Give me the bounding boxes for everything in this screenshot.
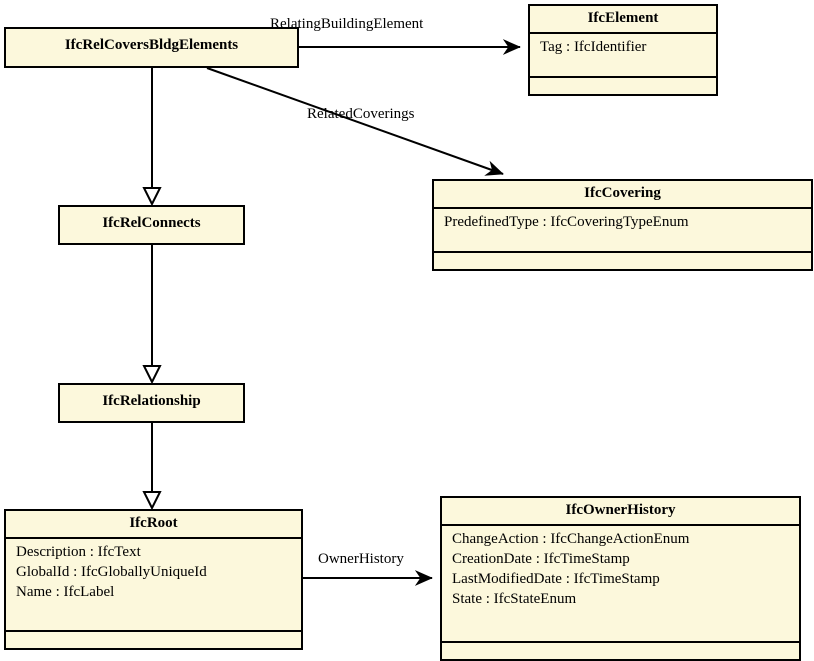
class-operations-ifcroot [6,632,301,648]
class-name-ifcelement: IfcElement [530,6,716,35]
class-attribute: GlobalId : IfcGloballyUniqueId [16,564,207,581]
class-attribute: Name : IfcLabel [16,583,115,600]
class-attribute: ChangeAction : IfcChangeActionEnum [452,531,690,548]
class-operations-ifccovering [434,253,811,269]
class-attribute: Tag : IfcIdentifier [540,39,647,56]
class-operations-ifcownerhistory [442,643,799,659]
class-attributes-ifcownerhistory: ChangeAction : IfcChangeActionEnum Creat… [442,526,799,643]
class-attribute: Description : IfcText [16,544,141,561]
class-attribute: LastModifiedDate : IfcTimeStamp [452,570,660,587]
edge-related-coverings [206,67,504,176]
class-attribute: State : IfcStateEnum [452,590,577,607]
class-name-ifcownerhistory: IfcOwnerHistory [442,498,799,527]
class-name-ifcrelconnects: IfcRelConnects [102,215,201,231]
class-box-ifcrelationship[interactable]: IfcRelationship [58,383,245,423]
edge-label-relating-building-element: RelatingBuildingElement [270,16,424,32]
class-box-ifcrelconnects[interactable]: IfcRelConnects [58,205,245,245]
edge-gen-relconnects-relationship [142,245,162,385]
class-box-ifcrelcoversbldgelements[interactable]: IfcRelCoversBldgElements [4,27,299,68]
class-box-ifcelement[interactable]: IfcElement Tag : IfcIdentifier [528,4,718,96]
class-attributes-ifcroot: Description : IfcText GlobalId : IfcGlob… [6,539,301,632]
class-name-ifccovering: IfcCovering [434,181,811,210]
class-attribute: PredefinedType : IfcCoveringTypeEnum [444,214,689,231]
class-operations-ifcelement [530,78,716,94]
edge-label-related-coverings: RelatedCoverings [307,106,415,122]
class-box-ifcownerhistory[interactable]: IfcOwnerHistory ChangeAction : IfcChange… [440,496,801,661]
edge-label-owner-history: OwnerHistory [318,551,404,567]
class-name-ifcroot: IfcRoot [6,511,301,540]
class-box-ifccovering[interactable]: IfcCovering PredefinedType : IfcCovering… [432,179,813,271]
class-box-ifcroot[interactable]: IfcRoot Description : IfcText GlobalId :… [4,509,303,650]
class-attributes-ifccovering: PredefinedType : IfcCoveringTypeEnum [434,209,811,253]
class-name-ifcrelcoversbldgelements: IfcRelCoversBldgElements [64,37,239,53]
class-attribute: CreationDate : IfcTimeStamp [452,551,630,568]
class-attributes-ifcelement: Tag : IfcIdentifier [530,34,716,78]
class-name-ifcrelationship: IfcRelationship [102,393,201,409]
edge-gen-relationship-root [142,423,162,511]
edge-gen-relcovers-relconnects [142,68,162,207]
